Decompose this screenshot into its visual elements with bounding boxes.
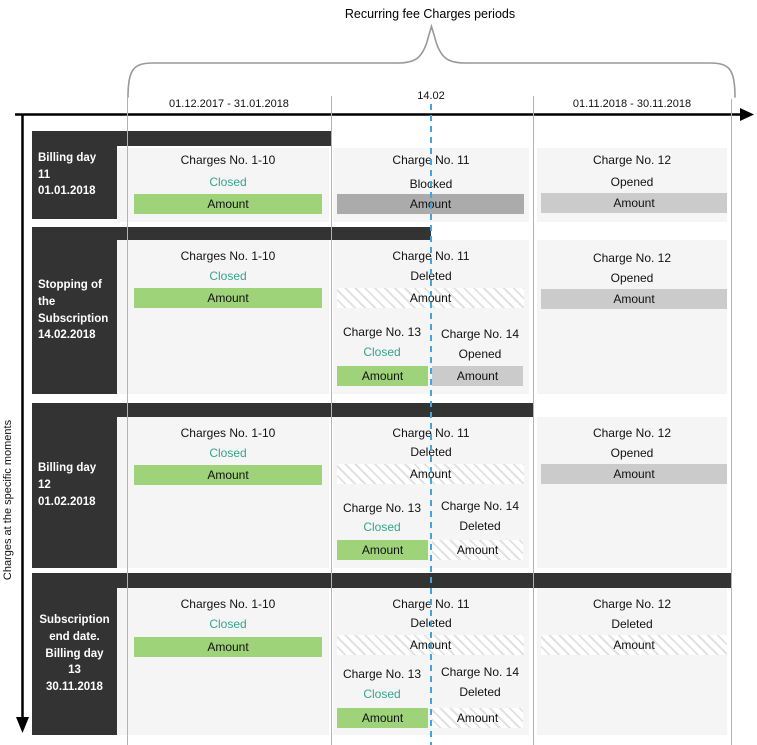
amount-bar: Amount <box>134 465 322 485</box>
charge-title: Charges No. 1-10 <box>180 249 276 263</box>
column-divider <box>331 96 332 745</box>
charge-title: Charge No. 14 <box>440 499 520 513</box>
column-divider <box>731 99 732 745</box>
period3-label: 01.11.2018 - 30.11.2018 <box>572 98 692 110</box>
amount-bar: Amount <box>541 635 727 655</box>
row4-period3-panel: Charge No. 12 Deleted Amount <box>537 588 727 735</box>
charge-status: Closed <box>363 345 401 359</box>
charge-status: Closed <box>363 520 401 534</box>
charge-status: Opened <box>610 446 654 460</box>
row3-period1-panel: Charges No. 1-10 Closed Amount <box>117 417 329 568</box>
row3-label: Billing day 12 01.02.2018 <box>32 403 117 568</box>
period2-label: 14.02 <box>417 90 445 102</box>
amount-bar: Amount <box>337 708 428 728</box>
moment-14-02-line <box>430 104 432 745</box>
amount-bar: Amount <box>432 366 523 386</box>
charge-status: Closed <box>209 446 247 460</box>
amount-bar: Amount <box>432 540 523 560</box>
diagram-title: Recurring fee Charges periods <box>344 7 516 21</box>
charge-title: Charge No. 12 <box>592 153 672 167</box>
charge-title: Charge No. 12 <box>592 597 672 611</box>
row3-header-bar <box>32 403 533 417</box>
charge-status: Closed <box>209 617 247 631</box>
charge-title: Charge No. 12 <box>592 426 672 440</box>
charge-status: Deleted <box>459 685 501 699</box>
charge-status: Deleted <box>459 519 501 533</box>
charge-title: Charges No. 1-10 <box>180 153 276 167</box>
charge-title: Charge No. 14 <box>440 327 520 341</box>
charge-status: Closed <box>363 687 401 701</box>
column-divider <box>533 96 534 745</box>
row4-label: Subscription end date. Billing day 13 30… <box>32 573 117 735</box>
column-divider <box>127 96 128 745</box>
charge-status: Opened <box>458 347 502 361</box>
curly-brace <box>127 23 736 98</box>
charge-title: Charge No. 13 <box>342 501 422 515</box>
row3-period3-panel: Charge No. 12 Opened Amount <box>537 417 727 568</box>
charge-status: Closed <box>209 175 247 189</box>
amount-bar: Amount <box>337 540 428 560</box>
row2-period3-panel: Charge No. 12 Opened Amount <box>537 240 727 394</box>
charge-status: Deleted <box>611 617 653 631</box>
row4-period1-panel: Charges No. 1-10 Closed Amount <box>117 588 329 735</box>
row1-period3-panel: Charge No. 12 Opened Amount <box>537 148 727 222</box>
charge-title: Charge No. 13 <box>342 667 422 681</box>
amount-bar: Amount <box>134 288 322 308</box>
timeline-arrowhead <box>740 108 754 121</box>
amount-bar: Amount <box>134 637 322 657</box>
charge-title: Charge No. 14 <box>440 665 520 679</box>
amount-bar: Amount <box>541 464 727 484</box>
row2-period1-panel: Charges No. 1-10 Closed Amount <box>117 240 329 394</box>
amount-bar: Amount <box>432 708 523 728</box>
row1-period1-panel: Charges No. 1-10 Closed Amount <box>117 148 329 222</box>
moments-arrowhead <box>16 717 29 733</box>
charge-title: Charge No. 13 <box>342 325 422 339</box>
amount-bar: Amount <box>541 289 727 309</box>
charge-status: Opened <box>610 271 654 285</box>
row2-label: Stopping of the Subscription 14.02.2018 <box>32 227 117 394</box>
amount-bar: Amount <box>541 193 727 213</box>
row4-header-bar <box>32 573 731 588</box>
charge-status: Opened <box>610 175 654 189</box>
row1-label: Billing day 11 01.01.2018 <box>32 131 117 219</box>
amount-bar: Amount <box>134 194 322 214</box>
charge-title: Charges No. 1-10 <box>180 597 276 611</box>
period1-label: 01.12.2017 - 31.01.2018 <box>169 98 289 110</box>
charge-title: Charges No. 1-10 <box>180 426 276 440</box>
charge-title: Charge No. 12 <box>592 251 672 265</box>
amount-bar: Amount <box>337 366 428 386</box>
charge-status: Closed <box>209 269 247 283</box>
